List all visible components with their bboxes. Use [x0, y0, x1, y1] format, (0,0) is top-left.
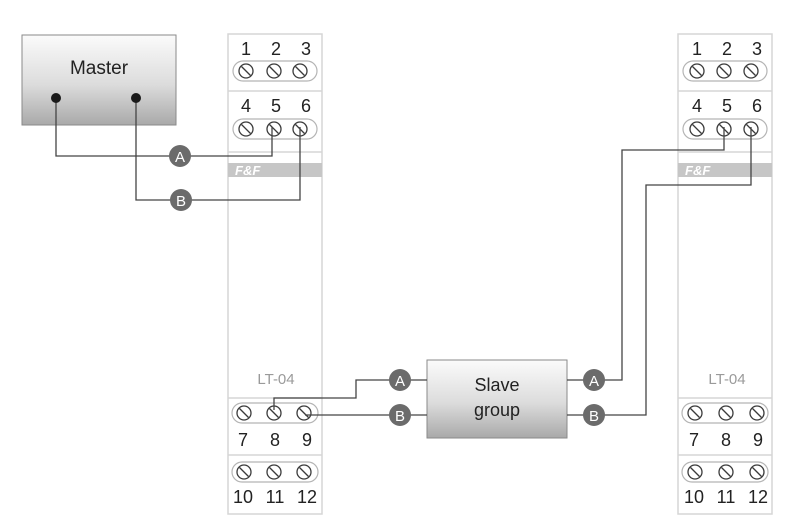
wires [55, 98, 752, 416]
left-terminal-number: 5 [271, 96, 281, 116]
right-terminal-number: 2 [722, 39, 732, 59]
screw-terminal-icon [266, 63, 282, 79]
wire-master-a [55, 98, 273, 157]
badge-slave-left-a: A [389, 369, 411, 391]
screw-terminal-icon [236, 464, 252, 480]
left-module: F&F 1 2 3 4 5 6 LT-04 7 8 9 10 11 12 [227, 33, 323, 515]
screw-terminal-icon [687, 405, 703, 421]
wire-master-b [135, 98, 301, 201]
screw-terminal-icon [718, 464, 734, 480]
screw-terminal-icon [238, 63, 254, 79]
left-terminal-number: 3 [301, 39, 311, 59]
badge-circle [583, 369, 605, 391]
badge-label-a: A [395, 373, 405, 390]
screw-terminal-icon [296, 464, 312, 480]
wire-node-icon [51, 93, 61, 103]
badge-slave-right-b: B [583, 404, 605, 426]
master-label: Master [70, 58, 129, 79]
left-screw-terminals [231, 60, 319, 483]
right-screw-terminals [681, 60, 769, 483]
badge-master-b: B [170, 189, 192, 211]
left-terminal-number: 6 [301, 96, 311, 116]
slave-group-device: Slave group [426, 359, 568, 439]
left-logo-band [228, 163, 322, 177]
badge-label-a: A [175, 149, 185, 166]
left-terminal-number: 4 [241, 96, 251, 116]
right-terminal-number: 6 [752, 96, 762, 116]
left-terminal-number: 11 [266, 487, 285, 507]
left-terminal-number: 12 [297, 487, 317, 507]
screw-terminal-icon [749, 464, 765, 480]
screw-terminal-icon [296, 405, 312, 421]
left-terminal-number: 8 [270, 430, 280, 450]
screw-terminal-icon [718, 405, 734, 421]
left-terminal-number: 10 [233, 487, 253, 507]
slave-label-line1: Slave [474, 375, 519, 395]
screw-terminal-icon [743, 63, 759, 79]
badge-slave-right-a: A [583, 369, 605, 391]
badge-master-a: A [169, 145, 191, 167]
right-terminal-number: 7 [689, 430, 699, 450]
left-terminal-number: 2 [271, 39, 281, 59]
screw-terminal-icon [689, 63, 705, 79]
right-terminal-number: 12 [748, 487, 768, 507]
wire-slave-b-right [567, 127, 752, 416]
right-terminal-number: 9 [753, 430, 763, 450]
screw-terminal-icon [238, 121, 254, 137]
master-device: Master [21, 34, 177, 126]
slave-label-line2: group [474, 400, 520, 420]
wire-slave-a-left [273, 379, 427, 410]
screw-terminal-icon [689, 121, 705, 137]
screw-terminal-icon [236, 405, 252, 421]
wire-node-icon [131, 93, 141, 103]
screw-terminal-icon [749, 405, 765, 421]
badge-slave-left-b: B [389, 404, 411, 426]
slave-group-box [426, 359, 568, 439]
screw-terminal-icon [716, 63, 732, 79]
screw-terminal-icon [266, 121, 282, 137]
screw-terminal-icon [292, 63, 308, 79]
badge-circle [169, 145, 191, 167]
right-terminal-number: 3 [752, 39, 762, 59]
badge-circle [170, 189, 192, 211]
badge-label-b: B [395, 408, 405, 425]
right-brand-logo: F&F [685, 163, 711, 178]
right-terminal-number: 5 [722, 96, 732, 116]
left-module-body [227, 33, 323, 515]
badge-label-a: A [589, 373, 599, 390]
screw-terminal-icon [266, 464, 282, 480]
badge-circle [389, 369, 411, 391]
left-brand-logo: F&F [235, 163, 261, 178]
right-terminal-number: 10 [684, 487, 704, 507]
right-terminal-number: 8 [721, 430, 731, 450]
right-terminal-number: 4 [692, 96, 702, 116]
right-logo-band [678, 163, 772, 177]
badge-label-b: B [589, 408, 599, 425]
screw-terminal-icon [687, 464, 703, 480]
right-terminal-number: 11 [717, 487, 736, 507]
left-terminal-number: 1 [241, 39, 251, 59]
badge-circle [389, 404, 411, 426]
right-model-label: LT-04 [708, 371, 745, 388]
left-terminal-number: 7 [238, 430, 248, 450]
badge-circle [583, 404, 605, 426]
left-model-label: LT-04 [257, 371, 294, 388]
right-terminal-number: 1 [692, 39, 702, 59]
left-terminal-number: 9 [302, 430, 312, 450]
right-module: F&F 1 2 3 4 5 6 LT-04 7 8 9 10 11 12 [677, 33, 773, 515]
master-box [21, 34, 177, 126]
right-module-body [677, 33, 773, 515]
badge-label-b: B [176, 193, 186, 210]
